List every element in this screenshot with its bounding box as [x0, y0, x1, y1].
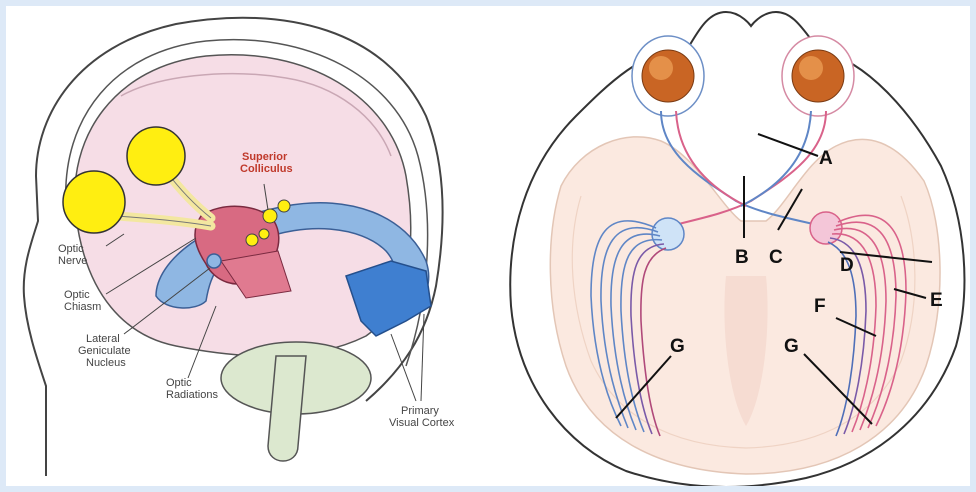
diagram-frame: Superior Colliculus Optic Nerve Optic Ch…: [6, 6, 970, 486]
label-lgn-line2: Geniculate: [78, 345, 131, 357]
eye-left-highlight: [649, 56, 673, 80]
label-visual-cortex-line1: Primary: [401, 405, 439, 417]
colliculus-dot: [263, 209, 277, 223]
label-visual-cortex-line2: Visual Cortex: [389, 417, 455, 429]
eye-upper: [127, 127, 185, 185]
eye-lower: [63, 171, 125, 233]
sagittal-brain-diagram: Superior Colliculus Optic Nerve Optic Ch…: [24, 18, 455, 476]
colliculus-dot: [259, 229, 269, 239]
lateral-geniculate-nucleus: [207, 254, 221, 268]
label-optic-nerve-line1: Optic: [58, 243, 84, 255]
colliculus-dot: [246, 234, 258, 246]
label-lgn-line1: Lateral: [86, 333, 120, 345]
label-optic-chiasm-line2: Chiasm: [64, 301, 101, 313]
label-optic-chiasm-line1: Optic: [64, 289, 90, 301]
label-optic-radiations-line1: Optic: [166, 377, 192, 389]
label-b: B: [735, 247, 749, 268]
axial-pathway-diagram: A B C D E F G G: [510, 12, 964, 486]
label-g-right: G: [784, 336, 799, 357]
label-d: D: [840, 255, 854, 276]
visual-pathway-figure: Superior Colliculus Optic Nerve Optic Ch…: [6, 6, 970, 486]
label-optic-nerve-line2: Nerve: [58, 255, 87, 267]
label-a: A: [819, 148, 833, 169]
label-optic-radiations-line2: Radiations: [166, 389, 218, 401]
label-g-left: G: [670, 336, 685, 357]
label-f: F: [814, 296, 826, 317]
label-e: E: [930, 290, 943, 311]
label-c: C: [769, 247, 783, 268]
label-lgn-line3: Nucleus: [86, 357, 126, 369]
label-superior-colliculus-line2: Colliculus: [240, 163, 293, 175]
eye-right-highlight: [799, 56, 823, 80]
colliculus-dot: [278, 200, 290, 212]
label-superior-colliculus-line1: Superior: [242, 151, 288, 163]
